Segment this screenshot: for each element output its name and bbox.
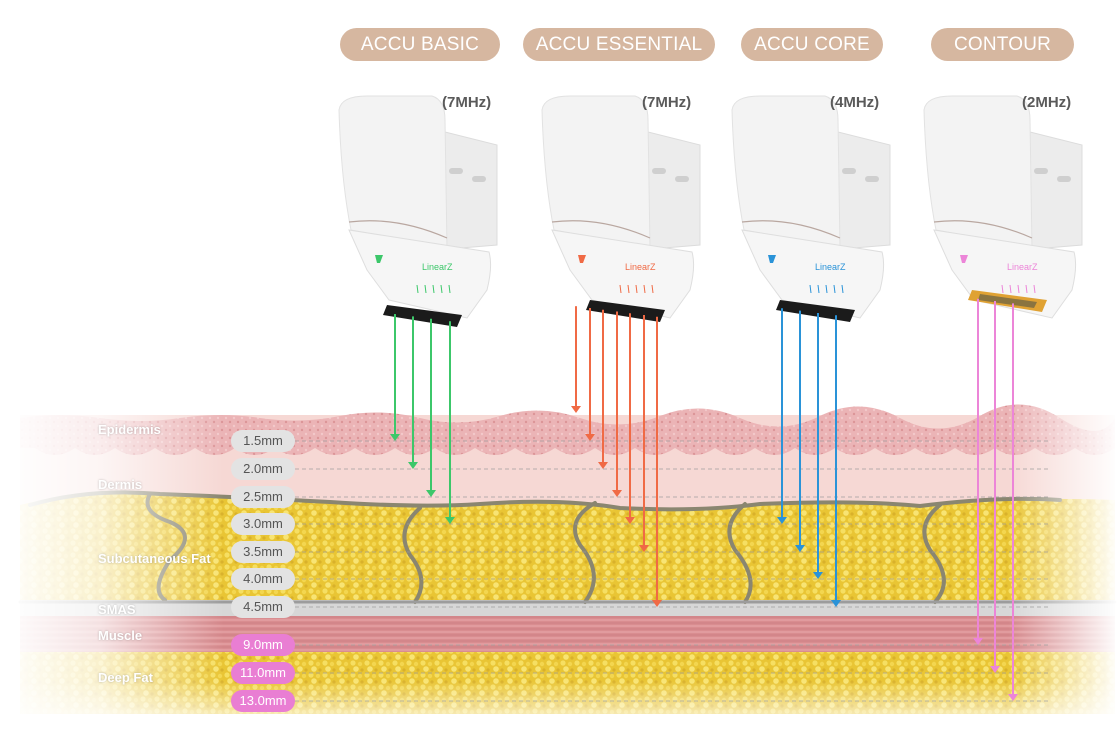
depth-tag: 4.5mm <box>231 596 295 618</box>
focal-arrow <box>795 310 805 552</box>
depth-indicator-icon <box>768 255 776 263</box>
probe-name-accu-essential: ACCU ESSENTIAL <box>523 28 715 61</box>
probe-name-contour: CONTOUR <box>931 28 1074 61</box>
focal-arrow <box>973 298 983 645</box>
probe-accu-core: LinearZ <box>731 95 891 322</box>
focal-arrow <box>408 316 418 469</box>
focal-arrow <box>390 314 400 441</box>
frequency-contour: (2MHz) <box>1022 94 1072 111</box>
transducer-face <box>586 300 665 322</box>
focal-arrow <box>625 313 635 524</box>
focal-arrow <box>426 318 436 497</box>
layer-label-deep-fat: Deep Fat <box>98 670 153 685</box>
probes: LinearZ LinearZ LinearZ LinearZ <box>338 95 1083 327</box>
probe-contour: LinearZ <box>923 95 1083 319</box>
focal-arrows <box>390 298 1018 701</box>
layer-label-smas: SMAS <box>98 602 136 617</box>
probe-accu-essential: LinearZ <box>541 95 701 322</box>
depth-tag: 9.0mm <box>231 634 295 656</box>
transducer-face <box>383 305 462 327</box>
focal-arrow <box>990 300 1000 673</box>
depth-tag: 11.0mm <box>231 662 295 684</box>
skin-layers <box>0 404 1120 736</box>
focal-arrow <box>831 315 841 607</box>
focal-arrow <box>652 316 662 607</box>
frequency-accu-basic: (7MHz) <box>442 94 492 111</box>
depth-tag: 13.0mm <box>231 690 295 712</box>
depth-tag: 4.0mm <box>231 568 295 590</box>
brand-mark: LinearZ <box>422 262 453 272</box>
depth-tag: 3.5mm <box>231 541 295 563</box>
depth-tag: 2.5mm <box>231 486 295 508</box>
depth-indicator-icon <box>578 255 586 263</box>
focal-arrow <box>598 309 608 469</box>
focal-arrow <box>777 308 787 524</box>
layer-label-epidermis: Epidermis <box>98 422 161 437</box>
depth-tag: 2.0mm <box>231 458 295 480</box>
probe-accu-basic: LinearZ <box>338 95 498 327</box>
focal-arrow <box>1008 303 1018 701</box>
frequency-accu-essential: (7MHz) <box>642 94 692 111</box>
layer-label-muscle: Muscle <box>98 628 143 643</box>
probe-name-accu-basic: ACCU BASIC <box>340 28 500 61</box>
brand-mark: LinearZ <box>625 262 656 272</box>
focal-arrow <box>445 321 455 524</box>
brand-mark: LinearZ <box>1007 262 1038 272</box>
focal-arrow <box>585 308 595 441</box>
depth-indicator-icon <box>960 255 968 263</box>
brand-mark: LinearZ <box>815 262 846 272</box>
layer-label-dermis: Dermis <box>98 477 143 492</box>
depth-tag: 3.0mm <box>231 513 295 535</box>
layer-label-subcutaneous-fat: Subcutaneous Fat <box>98 551 211 566</box>
frequency-accu-core: (4MHz) <box>830 94 880 111</box>
depth-tag: 1.5mm <box>231 430 295 452</box>
focal-arrow <box>571 306 581 413</box>
focal-arrow <box>639 315 649 552</box>
focal-arrow <box>612 311 622 497</box>
probe-name-accu-core: ACCU CORE <box>741 28 883 61</box>
focal-arrow <box>813 312 823 579</box>
depth-indicator-icon <box>375 255 383 263</box>
